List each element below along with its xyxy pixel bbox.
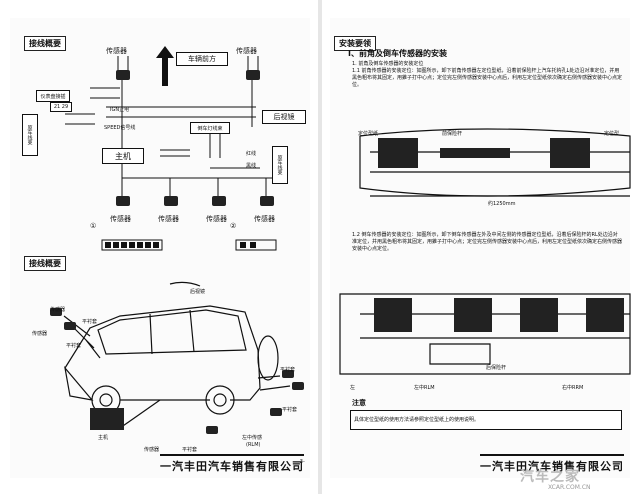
left-center-rlm-label: 左中RLM — [414, 385, 435, 391]
caution-text: 具体定位型纸的使用方法请参照定位型纸上的使用说明。 — [354, 417, 480, 423]
connector-1-number: ① — [90, 222, 97, 230]
caution-box — [350, 410, 622, 430]
dimension-label: 约1250mm — [488, 201, 516, 207]
sensor-label-bottom-3: 传感器 — [206, 215, 227, 223]
left-center-code: (RLM) — [246, 442, 261, 448]
sensor-label-car-3: 传感器 — [144, 447, 160, 453]
plug-cover-label-1: 平衬套 — [82, 319, 98, 325]
wiring-diagram — [65, 46, 277, 251]
mirror-label-2: 后视镜 — [190, 289, 206, 295]
host-unit: 主机 — [102, 148, 144, 164]
locator-paper-label-1: 定位型纸 — [358, 131, 379, 137]
reverse-light-harness: 倒车灯线束 — [190, 122, 230, 134]
page-gutter — [318, 0, 322, 494]
mirror-label: 后视镜 — [262, 110, 306, 124]
caution-heading: 注意 — [352, 399, 366, 407]
footer-company-right: 一汽丰田汽车销售有限公司 — [480, 454, 624, 474]
left-page: 接线概要 — [10, 18, 310, 478]
plug-cover-label-2: 平衬套 — [66, 343, 82, 349]
red-wire-label: 红线 — [246, 151, 257, 157]
section-1-title: Ⅰ、前角及倒车传感器的安装 — [348, 49, 447, 58]
paragraph-1-1: 1.1 前角传感器的安装定位：如图所示，卸下前角传感器左定位型纸，沿着前保险杆上… — [352, 68, 623, 88]
black-wire-label: 黑线 — [246, 163, 257, 169]
left-label: 左 — [350, 385, 356, 391]
wiring-overview-heading-2: 接线概要 — [24, 256, 66, 271]
page-number: -3- — [298, 459, 305, 465]
sensor-label-bottom-2: 传感器 — [158, 215, 179, 223]
rear-bumper-label: 后保险杆 — [486, 365, 507, 371]
left-center-label: 左中传感 — [242, 435, 263, 441]
watermark-url: XCAR.COM.CN — [548, 484, 591, 491]
car-illustration — [50, 281, 304, 434]
footer-company-left: 一汽丰田汽车销售有限公司 — [160, 454, 304, 474]
original-harness-right: 原车线束 — [272, 146, 288, 184]
plug-cover-label-3: 平衬套 — [280, 367, 296, 373]
body-harness-box: 原车线束 — [22, 114, 38, 156]
front-bumper-diagram — [359, 128, 631, 197]
locator-paper-label-2: 定位型 — [604, 131, 620, 137]
cluster-pins: 21 29 — [50, 102, 72, 112]
sensor-label-car-2: 传感器 — [32, 331, 48, 337]
plug-cover-label-4: 平衬套 — [282, 407, 298, 413]
front-bumper-label: 前保险杆 — [442, 131, 463, 137]
ign-label: IGN正电 — [110, 107, 130, 113]
connector-2-number: ② — [230, 222, 237, 230]
watermark-logo: 汽车之家 — [520, 469, 580, 485]
speed-label: SPEED信号线 — [104, 125, 136, 131]
subsection-1: 1. 前角及倒车传感器的安装定位 — [352, 61, 424, 67]
wiring-overview-heading: 接线概要 — [24, 36, 66, 51]
install-heading: 安装要领 — [334, 36, 376, 51]
right-center-rrm-label: 右中RRM — [562, 385, 584, 391]
right-page: 安装要领 Ⅰ、前角及倒车传感器的安装 1. 前角及倒车传感器的安装定位 1.1 … — [330, 18, 631, 491]
plug-cover-label-5: 平衬套 — [182, 447, 198, 453]
cluster-connector: 仪表盘接插 — [36, 90, 70, 102]
rear-bumper-diagram — [339, 293, 631, 375]
sensor-label-car-1: 传感器 — [50, 307, 66, 313]
sensor-label-top-left: 传感器 — [106, 47, 127, 55]
sensor-label-bottom-1: 传感器 — [110, 215, 131, 223]
sensor-label-bottom-4: 传感器 — [254, 215, 275, 223]
host-label-2: 主机 — [98, 435, 109, 441]
sensor-label-top-right: 传感器 — [236, 47, 257, 55]
vehicle-front-label: 车辆前方 — [176, 52, 228, 66]
paragraph-1-2: 1.2 倒车传感器的安装定位：如图所示，卸下倒车传感器左外及中间左侧的传感器定位… — [352, 232, 623, 252]
